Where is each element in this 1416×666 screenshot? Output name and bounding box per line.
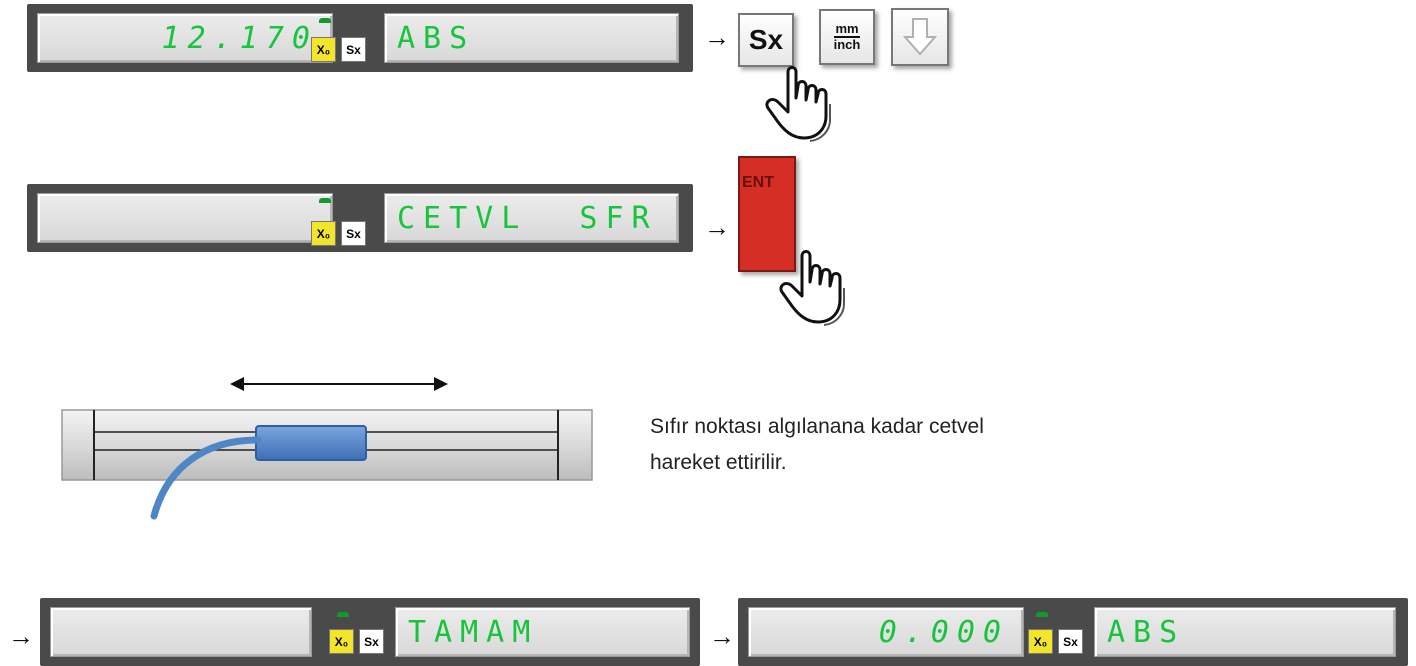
x0-indicator: X₀ xyxy=(311,37,336,62)
sx-indicator: Sx xyxy=(341,221,366,246)
step-arrow: → xyxy=(704,212,730,242)
double-arrow-icon xyxy=(230,377,448,391)
down-arrow-icon xyxy=(903,18,937,56)
mm-label: mm xyxy=(835,21,859,36)
sx-key[interactable]: Sx xyxy=(738,13,794,67)
message-screen: CETVL SFR xyxy=(384,193,679,243)
axis-value: 0.000 xyxy=(878,615,1009,650)
ent-key[interactable]: ENT xyxy=(738,156,796,272)
step-arrow: → xyxy=(704,22,730,52)
pointing-hand-icon xyxy=(779,250,845,326)
mode-text: CETVL SFR xyxy=(397,201,658,236)
linear-scale xyxy=(61,409,593,520)
axis-value-screen: 12.170 xyxy=(37,13,333,63)
message-screen: TAMAM xyxy=(395,607,690,657)
instruction-line-2: hareket ettirilir. xyxy=(650,451,787,474)
axis-value-screen xyxy=(50,607,312,657)
x0-indicator: X₀ xyxy=(1028,629,1053,654)
inch-label: inch xyxy=(833,36,861,52)
down-key[interactable] xyxy=(891,8,949,66)
dro-display-3: X₀ Sx TAMAM xyxy=(40,598,700,666)
mode-text: ABS xyxy=(397,21,476,56)
dro-display-1: 12.170 X₀ Sx ABS xyxy=(27,4,693,72)
sx-indicator: Sx xyxy=(341,37,366,62)
axis-value: 12.170 xyxy=(161,21,318,56)
sx-indicator: Sx xyxy=(1058,629,1083,654)
message-screen: ABS xyxy=(1094,607,1396,657)
step-arrow: → xyxy=(8,621,34,651)
ent-label: ENT xyxy=(742,174,774,191)
step-arrow: → xyxy=(709,621,735,651)
mode-text: TAMAM xyxy=(408,615,539,650)
dro-display-2: X₀ Sx CETVL SFR xyxy=(27,184,693,252)
message-screen: ABS xyxy=(384,13,679,63)
axis-value-screen xyxy=(37,193,333,243)
axis-value-screen: 0.000 xyxy=(748,607,1024,657)
x0-led xyxy=(1036,612,1048,617)
pointing-hand-icon xyxy=(765,66,831,142)
x0-led xyxy=(319,198,331,203)
mode-text: ABS xyxy=(1107,615,1186,650)
x0-indicator: X₀ xyxy=(329,629,354,654)
x0-led xyxy=(337,612,349,617)
instruction-line-1: Sıfır noktası algılanana kadar cetvel xyxy=(650,415,984,438)
x0-led xyxy=(319,18,331,23)
mm-inch-key[interactable]: mm inch xyxy=(819,9,875,65)
sx-indicator: Sx xyxy=(359,629,384,654)
instruction-text: Sıfır noktası algılanana kadar cetvel ha… xyxy=(650,409,984,481)
dro-display-4: 0.000 X₀ Sx ABS xyxy=(738,598,1408,666)
x0-indicator: X₀ xyxy=(311,221,336,246)
